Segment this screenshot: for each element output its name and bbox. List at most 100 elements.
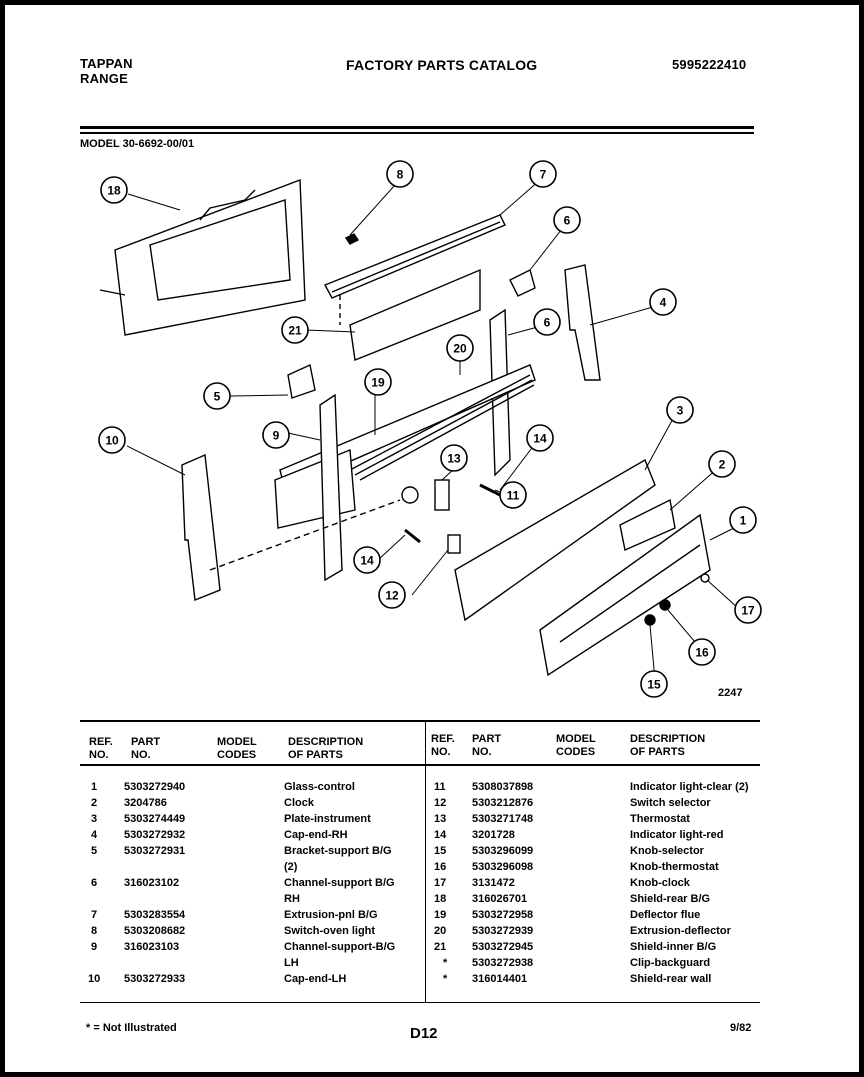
row-part-no: 5303272958	[472, 909, 534, 921]
row-ref: 19	[434, 909, 447, 921]
callout-circle	[386, 160, 414, 188]
header-part-no-right: PART NO.	[472, 733, 501, 759]
callout-label: 19	[371, 376, 385, 390]
figure-number: 2247	[718, 687, 742, 699]
callout-label: 16	[695, 646, 709, 660]
table-rule-bottom	[80, 1002, 760, 1003]
callout-circle	[729, 506, 757, 534]
row-part-no: 5303296099	[472, 845, 534, 857]
table-rule-top	[80, 720, 760, 722]
callout-label: 13	[447, 452, 461, 466]
border-left	[0, 0, 5, 1077]
row-ref: 4	[91, 829, 98, 841]
row-ref: 18	[434, 893, 447, 905]
header-part-line1: PART	[131, 736, 161, 748]
callout-circle	[440, 444, 468, 472]
row-description: Shield-inner B/G	[630, 941, 717, 953]
row-part-no: 316026701	[472, 893, 528, 905]
row-part-no: 5303212876	[472, 797, 534, 809]
row-part-no: 5303208682	[124, 925, 186, 937]
brand-line1: TAPPAN	[80, 56, 133, 71]
row-ref: 3	[91, 813, 98, 825]
row-description: Glass-control	[284, 781, 355, 793]
callout-label: 12	[385, 589, 399, 603]
row-ref: 11	[434, 781, 446, 793]
part-extrusion-panel	[324, 214, 506, 361]
part-end-cap-rh	[564, 264, 601, 381]
row-part-no: 5303274449	[124, 813, 186, 825]
row-ref: 8	[91, 925, 98, 937]
header-ref-line2-right: NO.	[431, 746, 451, 758]
header-desc-line1: DESCRIPTION	[288, 736, 364, 748]
row-ref: 20	[434, 925, 447, 937]
header-codes-line1: MODEL	[217, 736, 257, 748]
row-ref: 5	[91, 845, 98, 857]
row-ref: 15	[434, 845, 447, 857]
callout-label: 17	[741, 604, 755, 618]
row-description: Indicator light-red	[630, 829, 724, 841]
row-part-no: 5303272939	[472, 925, 534, 937]
callout-label: 2	[719, 458, 726, 472]
row-description-cont: LH	[284, 957, 299, 969]
callout-circle	[98, 426, 126, 454]
row-description-cont: RH	[284, 893, 300, 905]
header-rule-thick	[80, 126, 754, 129]
row-ref: 6	[91, 877, 98, 889]
callout-label: 11	[507, 489, 520, 503]
row-ref: *	[443, 973, 448, 985]
header-model-codes-right: MODEL CODES	[556, 733, 596, 759]
row-ref: 10	[88, 973, 101, 985]
row-description: Shield-rear wall	[630, 973, 712, 985]
header-part-line2-right: NO.	[472, 746, 492, 758]
row-part-no: 5303272945	[472, 941, 534, 953]
callout-circle	[640, 670, 668, 698]
callout-circle	[526, 424, 554, 452]
row-part-no: 3131472	[472, 877, 515, 889]
row-description: Shield-rear B/G	[630, 893, 711, 905]
part-switch-selector	[447, 534, 461, 554]
callout-circle	[499, 481, 527, 509]
callout-circle	[203, 382, 231, 410]
header-model-codes: MODEL CODES	[217, 736, 257, 762]
header-ref-no-right: REF. NO.	[431, 733, 455, 759]
row-part-no: 5303272931	[124, 845, 186, 857]
row-description: Clip-backguard	[630, 957, 711, 969]
part-indicator-lights	[404, 483, 501, 544]
callout-label: 20	[453, 342, 467, 356]
row-ref: 17	[434, 877, 447, 889]
page-number: D12	[410, 1025, 438, 1042]
row-part-no: 5303271748	[472, 813, 534, 825]
row-part-no: 316023102	[124, 877, 180, 889]
header-desc-line2: OF PARTS	[288, 749, 343, 761]
part-bracket-support	[287, 268, 536, 399]
row-part-no: 316014401	[472, 973, 528, 985]
row-description: Channel-support-B/G	[284, 941, 396, 953]
header-codes-line1-right: MODEL	[556, 733, 596, 745]
row-description: Extrusion-pnl B/G	[284, 909, 378, 921]
row-description: Bracket-support B/G	[284, 845, 392, 857]
callout-label: 14	[360, 554, 374, 568]
row-description: Extrusion-deflector	[630, 925, 731, 937]
row-description: Thermostat	[630, 813, 690, 825]
border-top	[0, 0, 864, 5]
callout-circle	[364, 368, 392, 396]
revision-date: 9/82	[730, 1022, 752, 1034]
row-ref: 1	[91, 781, 98, 793]
row-part-no: 3204786	[124, 797, 167, 809]
model-number: MODEL 30-6692-00/01	[80, 138, 195, 150]
row-part-no: 5303283554	[124, 909, 186, 921]
brand-line2: RANGE	[80, 71, 128, 86]
row-ref: 16	[434, 861, 447, 873]
row-description: Knob-clock	[630, 877, 690, 889]
callout-circle	[281, 316, 309, 344]
part-thermostat	[401, 479, 450, 511]
header-description-right: DESCRIPTION OF PARTS	[630, 733, 705, 759]
row-description: Clock	[284, 797, 314, 809]
callout-circle	[553, 206, 581, 234]
header-part-line2: NO.	[131, 749, 151, 761]
callout-circle	[529, 160, 557, 188]
header-ref-line1-right: REF.	[431, 733, 455, 745]
border-right	[859, 0, 864, 1077]
